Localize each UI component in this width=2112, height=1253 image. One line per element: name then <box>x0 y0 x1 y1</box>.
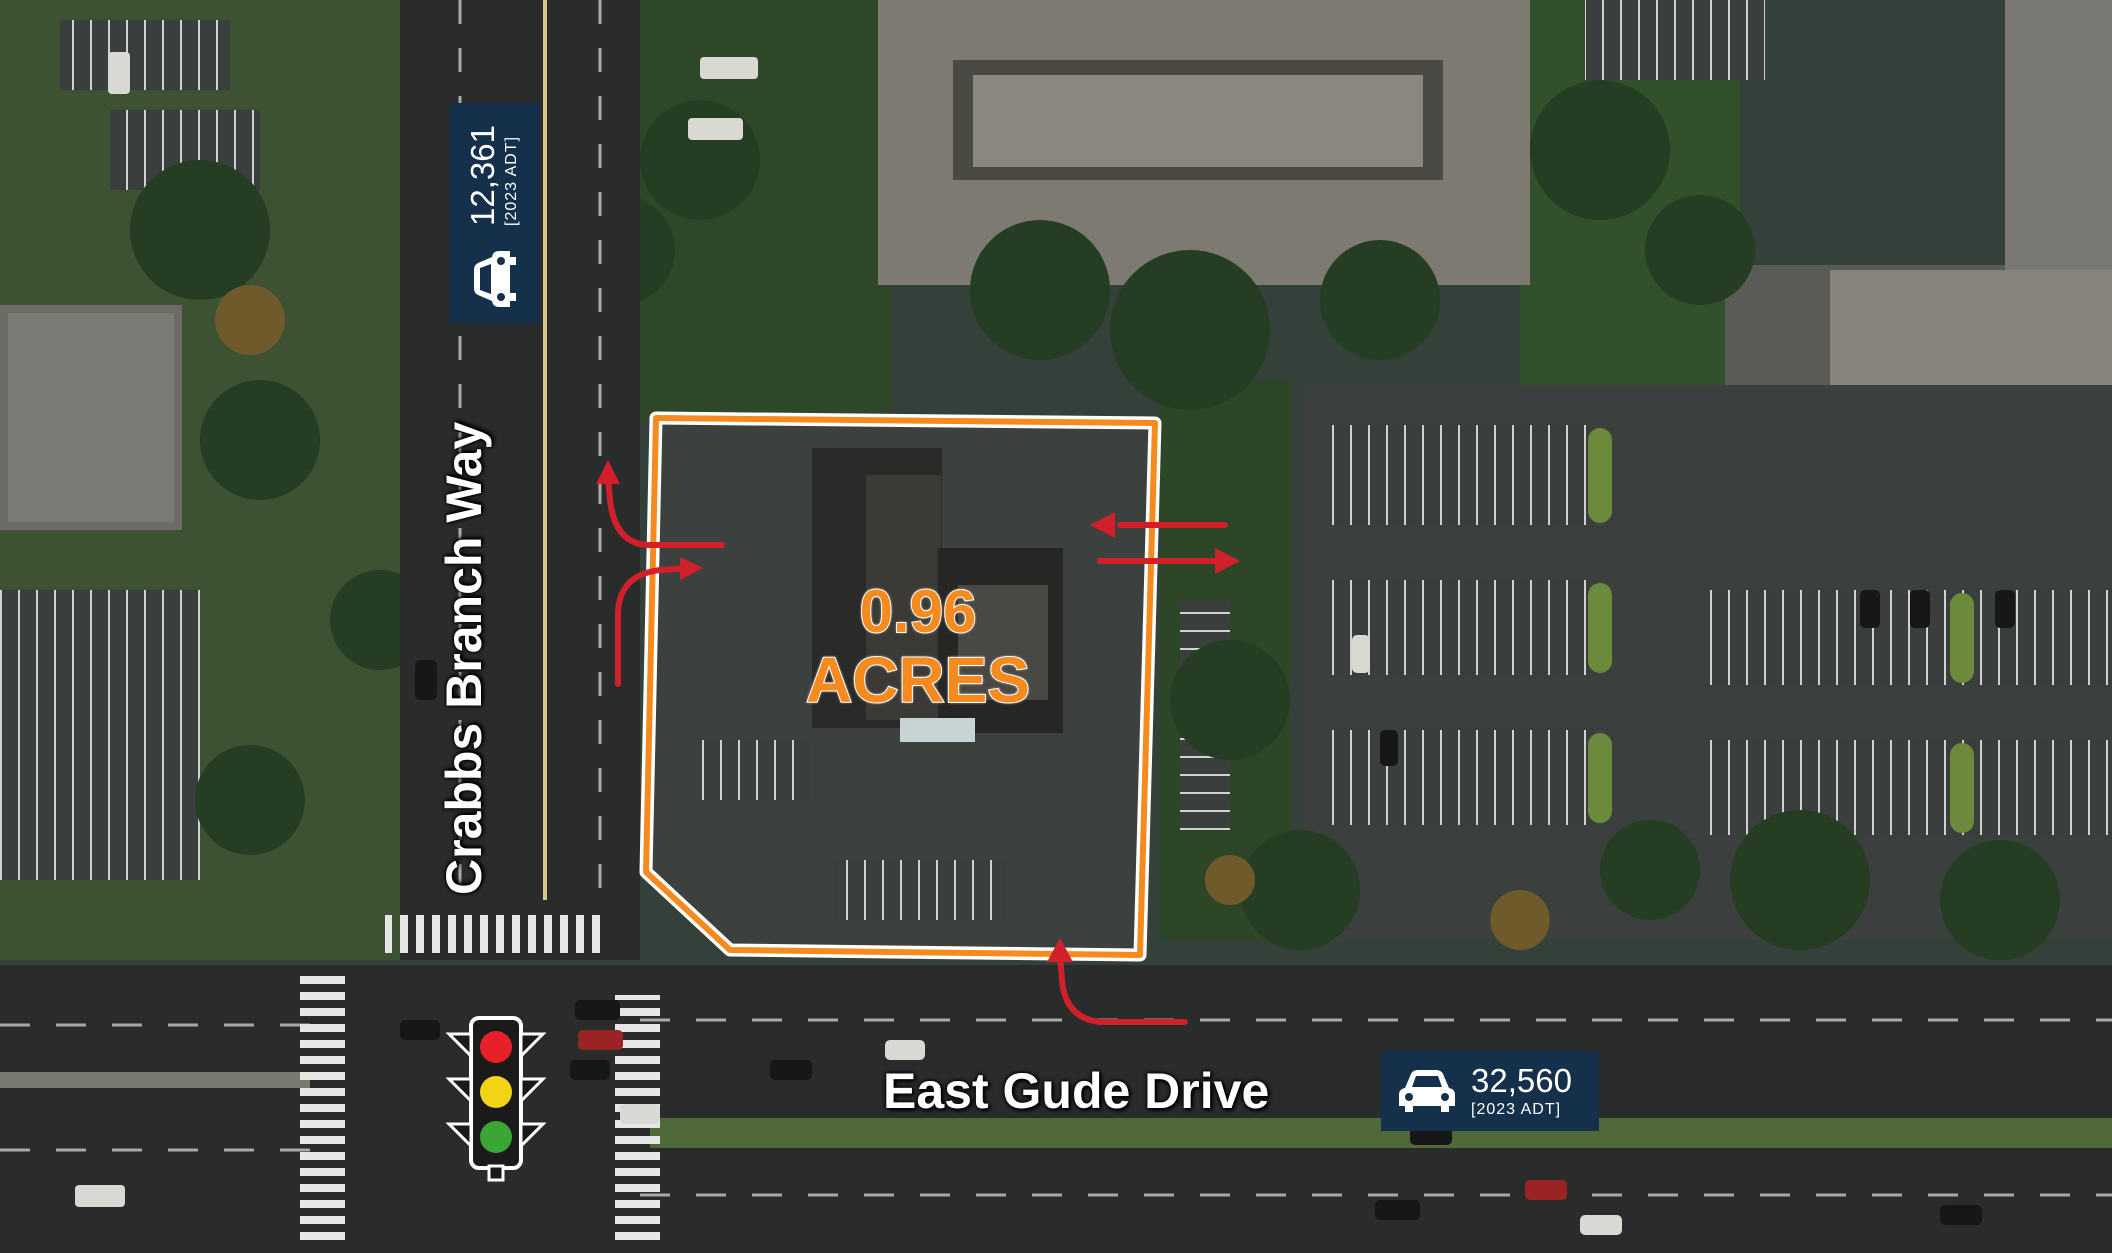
access-arrow-icon <box>605 475 1228 1025</box>
acreage-unit: ACRES <box>805 644 1031 716</box>
traffic-light-icon <box>445 1016 547 1182</box>
traffic-count-year: [2023 ADT] <box>1471 1101 1562 1118</box>
traffic-count-badge-gude: 32,560 [2023 ADT] <box>1381 1051 1599 1131</box>
traffic-count-year: [2023 ADT] <box>503 135 520 226</box>
road-label-east-gude-drive: East Gude Drive <box>883 1063 1270 1119</box>
traffic-count-value: 12,361 <box>464 125 501 226</box>
car-icon <box>1399 1070 1455 1112</box>
traffic-count-badge-crabbs: 12,361 [2023 ADT] <box>450 103 540 323</box>
traffic-count-value: 32,560 <box>1471 1062 1572 1099</box>
acreage-value: 0.96 <box>859 578 978 645</box>
car-icon <box>474 251 516 307</box>
road-label-crabbs-branch-way: Crabbs Branch Way <box>436 421 492 895</box>
